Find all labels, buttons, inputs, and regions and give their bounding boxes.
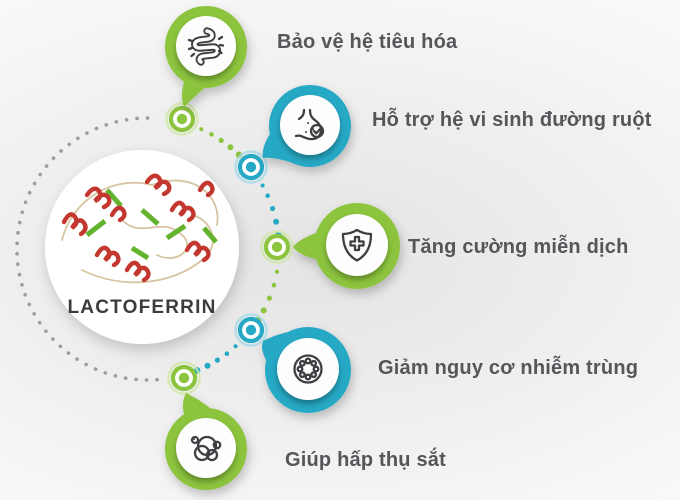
benefit-label-2: Hỗ trợ hệ vi sinh đường ruột xyxy=(372,109,652,131)
lactoferrin-title: LACTOFERRIN xyxy=(67,297,217,318)
connector-node-4 xyxy=(234,313,268,347)
dotted-orbit-circle xyxy=(15,116,159,382)
connector-node-1 xyxy=(165,102,199,136)
connector-dots-2-3 xyxy=(254,174,282,239)
shield-cross-icon xyxy=(341,228,373,262)
benefit-label-4: Giảm nguy cơ nhiễm trùng xyxy=(378,357,639,379)
lactoferrin-circle xyxy=(45,150,239,344)
bubble-inner-disc-2 xyxy=(280,95,340,155)
connector-node-5 xyxy=(167,361,201,395)
benefit-label-5: Giúp hấp thụ sắt xyxy=(285,449,446,471)
iron-molecules-icon xyxy=(190,435,222,462)
cell-icon xyxy=(293,354,323,384)
connector-dots-1-2 xyxy=(188,123,243,159)
connector-dots-4-5 xyxy=(193,336,246,374)
benefit-label-3: Tăng cường miễn dịch xyxy=(408,236,629,258)
bubble-inner-disc-4 xyxy=(277,338,339,400)
connector-node-2 xyxy=(234,150,268,184)
stomach-check-icon xyxy=(294,108,325,141)
protein-structure-image xyxy=(61,173,219,284)
bubble-inner-disc-3 xyxy=(326,214,388,276)
connector-dots-3-4 xyxy=(254,256,281,324)
connector-node-3 xyxy=(260,230,294,264)
intestine-icon xyxy=(187,27,225,66)
benefit-label-1: Bảo vệ hệ tiêu hóa xyxy=(277,31,458,53)
